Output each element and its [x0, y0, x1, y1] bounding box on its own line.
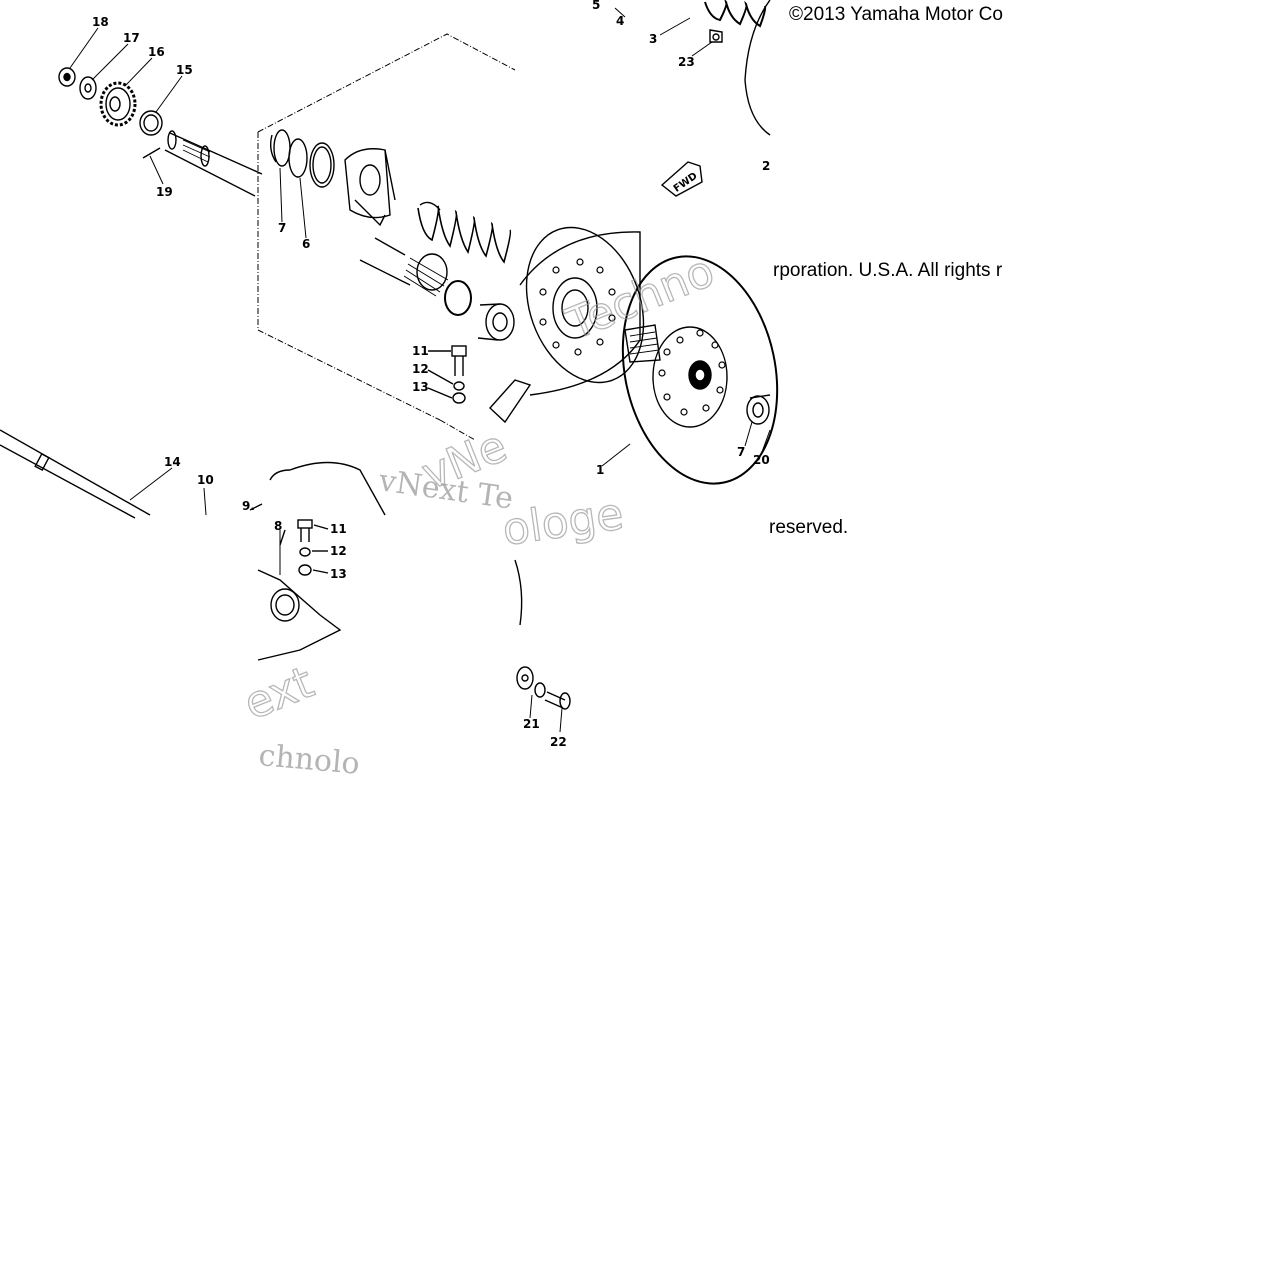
leader-lines: [69, 7, 771, 733]
callout-4: 4: [616, 14, 624, 28]
callout-19: 19: [156, 185, 173, 199]
left-shaft-assembly: [0, 67, 263, 519]
nut-part: [58, 67, 76, 87]
callout-12-upper: 12: [412, 362, 429, 376]
callout-7-right: 7: [737, 445, 745, 459]
callout-22: 22: [550, 735, 567, 749]
splined-shaft: [164, 130, 263, 197]
callout-numbers: 18 17 16 15 19 7 6 11 12 13 14 10 9. 8 1…: [92, 0, 770, 749]
callout-20: 20: [753, 453, 770, 467]
watermark-text-d: chnolo: [257, 738, 361, 782]
lower-bracket-assembly: [249, 461, 386, 661]
center-clutch-assembly: [269, 129, 532, 424]
callout-9: 9.: [242, 499, 255, 513]
callout-1: 1: [596, 463, 604, 477]
callout-3: 3: [649, 32, 657, 46]
callout-8: 8: [274, 519, 282, 533]
copyright-line-2: rporation. U.S.A. All rights r: [773, 260, 1003, 281]
callout-13-upper: 13: [412, 380, 429, 394]
bolt-stack-upper: [427, 345, 467, 404]
lever-arm: [489, 379, 532, 424]
callout-16: 16: [148, 45, 165, 59]
splined-sleeve: [359, 237, 449, 297]
housing-outline: [257, 33, 516, 441]
collar-part: [139, 110, 163, 136]
upper-right-partial: [660, 0, 771, 197]
copyright-line-1: ©2013 Yamaha Motor Co: [789, 4, 1003, 25]
callout-21: 21: [523, 717, 540, 731]
callout-10: 10: [197, 473, 214, 487]
long-shaft: [0, 429, 151, 519]
watermark-text-f: ologe: [499, 489, 626, 556]
callout-15: 15: [176, 63, 193, 77]
washer-part: [79, 76, 97, 100]
callout-23: 23: [678, 55, 695, 69]
circlip-part: [273, 129, 291, 167]
cam-part: [344, 148, 396, 227]
washer-part-6: [288, 138, 308, 178]
copyright-line-3: reserved.: [769, 517, 848, 538]
pin-part: [142, 147, 161, 159]
callout-14: 14: [164, 455, 181, 469]
callout-17: 17: [123, 31, 140, 45]
callout-11-upper: 11: [412, 344, 429, 358]
sprocket-part: [99, 81, 137, 127]
bushing-part: [477, 303, 515, 341]
copyright-notice: ©2013 Yamaha Motor Co rporation. U.S.A. …: [769, 4, 1003, 538]
watermark-text-c: ext: [237, 657, 321, 730]
movable-sheave: [621, 255, 779, 485]
callout-12-lower: 12: [330, 544, 347, 558]
callout-18: 18: [92, 15, 109, 29]
fixed-sheave: [519, 226, 645, 396]
callout-7-left: 7: [278, 221, 286, 235]
callout-2: 2: [762, 159, 770, 173]
callout-11-lower: 11: [330, 522, 347, 536]
callout-13-lower: 13: [330, 567, 347, 581]
fwd-arrow-icon: [660, 161, 703, 197]
callout-5: 5: [592, 0, 600, 12]
lower-right-partial: [514, 559, 571, 710]
o-ring-part: [444, 280, 472, 316]
callout-6: 6: [302, 237, 310, 251]
spring-part: [417, 201, 512, 264]
